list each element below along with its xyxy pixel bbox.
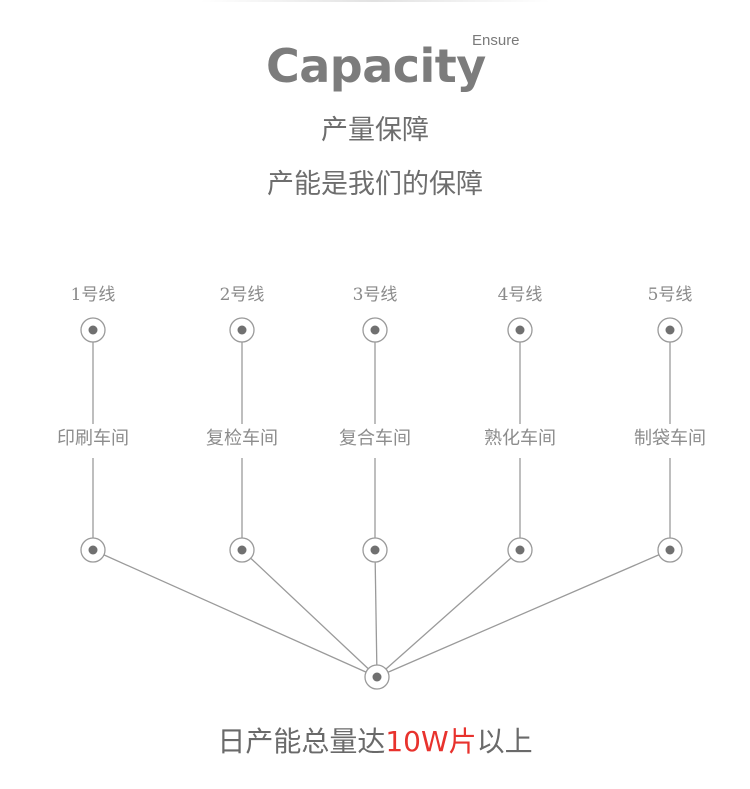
production-line-label-3: 3号线: [353, 285, 398, 305]
capacity-hub-node: [364, 664, 390, 690]
title-superscript: Ensure: [472, 32, 520, 49]
line-start-node-4: [507, 317, 533, 343]
page-title: Capacity: [266, 39, 486, 93]
workshop-label-2: 复检车间: [206, 428, 278, 449]
line-start-node-3: [362, 317, 388, 343]
daily-capacity-statement: 日产能总量达10W片以上: [0, 722, 750, 762]
line-start-node-5: [657, 317, 683, 343]
connector-to-hub-4: [385, 557, 512, 670]
daily-capacity-suffix: 以上: [476, 725, 533, 758]
line-start-node-1: [80, 317, 106, 343]
workshop-node-2: [229, 537, 255, 563]
subtitle-capacity-slogan: 产能是我们的保障: [267, 169, 483, 200]
workshop-label-3: 复合车间: [339, 428, 411, 449]
daily-capacity-prefix: 日产能总量达: [217, 725, 386, 758]
production-line-label-2: 2号线: [220, 285, 265, 305]
connector-to-hub-2: [250, 557, 369, 670]
connector-to-hub-3: [374, 561, 378, 666]
workshop-node-1: [80, 537, 106, 563]
daily-capacity-highlight: 10W片: [385, 725, 477, 758]
production-line-label-1: 1号线: [71, 285, 116, 305]
workshop-node-3: [362, 537, 388, 563]
subtitle-capacity-guarantee: 产量保障: [321, 115, 429, 146]
connector-to-hub-5: [387, 554, 660, 673]
production-line-label-5: 5号线: [648, 285, 693, 305]
workshop-label-1: 印刷车间: [57, 428, 129, 449]
workshop-label-4: 熟化车间: [484, 428, 556, 449]
connector-to-hub-1: [103, 554, 367, 673]
workshop-node-5: [657, 537, 683, 563]
workshop-node-4: [507, 537, 533, 563]
line-start-node-2: [229, 317, 255, 343]
workshop-label-5: 制袋车间: [634, 428, 706, 449]
production-line-label-4: 4号线: [498, 285, 543, 305]
top-divider: [200, 0, 550, 2]
